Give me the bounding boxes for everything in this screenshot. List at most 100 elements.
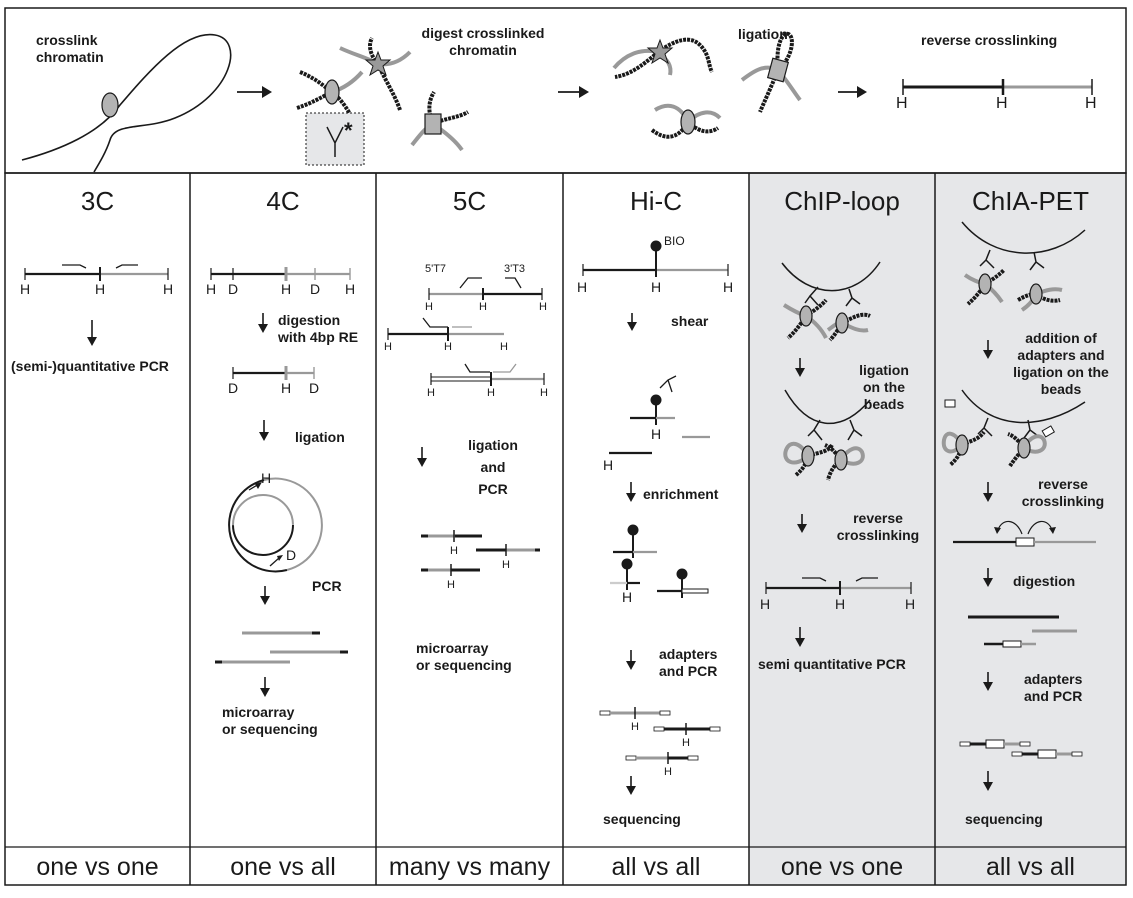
- 4c-step-digestion: digestion with 4bp RE: [278, 312, 359, 345]
- 4c-circle: [228, 477, 323, 573]
- chip-loop-site-h3: H: [905, 596, 916, 612]
- label-h-top-1: H: [896, 95, 908, 112]
- hic-sheared-h1: H: [651, 426, 662, 442]
- chia-pet-arrow-1: [983, 340, 993, 359]
- 5c-site-h1: H: [425, 301, 433, 313]
- chia-pet-arrow-4: [983, 672, 993, 691]
- 3c-step-pcr: (semi-)quantitative PCR: [11, 358, 169, 374]
- column-footer-4c: one vs all: [230, 853, 336, 881]
- hic-step-enrichment: enrichment: [643, 486, 719, 502]
- hic-product-h1: H: [631, 721, 639, 733]
- chia-pet-bead-2: [941, 389, 1086, 468]
- column-footer-3c: one vs one: [36, 853, 159, 881]
- chia-pet-step-digestion: digestion: [1013, 573, 1076, 589]
- hic-arrow-1: [627, 313, 637, 331]
- 4c-site-d4: D: [309, 380, 320, 396]
- 4c-step-readout: microarray or sequencing: [222, 704, 318, 737]
- hic-sheared-h2: H: [603, 457, 614, 473]
- 3c-arrow: [87, 320, 97, 346]
- column-footer-chia-pet: all vs all: [986, 853, 1075, 881]
- chia-pet-step-reverse: reverse crosslinking: [1021, 476, 1105, 509]
- 5c-site-h8: H: [487, 387, 495, 399]
- chip-loop-site-h2: H: [835, 596, 846, 612]
- 4c-site-h3: H: [345, 281, 356, 297]
- asterisk-mark: *: [344, 118, 353, 143]
- 4c-site-d2: D: [310, 281, 321, 297]
- hic-adapter-products: [599, 707, 721, 764]
- label-crosslink-chromatin: crosslink chromatin: [36, 32, 104, 65]
- 5c-step-ligation-pcr: ligation and PCR: [468, 437, 518, 497]
- 5c-product-h2: H: [502, 559, 510, 571]
- column-title-hic: Hi-C: [630, 186, 682, 216]
- arrow-top-3: [838, 86, 867, 98]
- 4c-arrow-2: [259, 420, 269, 441]
- 4c-site-h2: H: [281, 281, 292, 297]
- hic-arrow-3: [626, 650, 636, 670]
- chip-loop-step-pcr: semi quantitative PCR: [758, 656, 906, 672]
- 4c-circle-d: D: [286, 547, 297, 563]
- method-panel-border: [4, 172, 1127, 886]
- chip-loop-arrow-1: [795, 358, 805, 377]
- column-title-chip-loop: ChIP-loop: [784, 186, 900, 216]
- label-h-top-3: H: [1085, 95, 1097, 112]
- column-footer-hic: all vs all: [611, 853, 701, 881]
- hic-step-shear: shear: [671, 313, 709, 329]
- reverse-crosslinked-product: [902, 79, 1093, 95]
- 4c-step-ligation: ligation: [295, 429, 345, 445]
- label-reverse-crosslinking-top: reverse crosslinking: [921, 32, 1058, 48]
- 5c-site-h4: H: [384, 341, 392, 353]
- 4c-step-pcr: PCR: [312, 578, 342, 594]
- chip-loop-bead-2: [783, 389, 871, 481]
- chip-loop-arrow-2: [797, 514, 807, 533]
- hic-site-h2: H: [651, 279, 662, 295]
- 3c-site-h2: H: [95, 281, 106, 297]
- column-footer-5c: many vs many: [388, 853, 551, 881]
- 5c-fragment-2: [387, 317, 504, 341]
- 5c-primer-t7: 5'T7: [425, 263, 447, 275]
- column-title-5c: 5C: [452, 186, 487, 216]
- label-h-top-2: H: [996, 95, 1008, 112]
- antibody-inset: [305, 112, 365, 166]
- 5c-product-h3: H: [447, 579, 455, 591]
- 5c-step-readout: microarray or sequencing: [416, 640, 512, 673]
- arrow-top-2: [558, 86, 589, 98]
- 4c-fragment: [210, 267, 351, 281]
- 5c-site-h7: H: [427, 387, 435, 399]
- column-title-3c: 3C: [80, 186, 115, 216]
- hic-fragment: [582, 240, 729, 277]
- 4c-site-d3: D: [228, 380, 239, 396]
- arrow-top-1: [237, 86, 272, 98]
- hic-sheared: [609, 375, 710, 455]
- hic-site-h1: H: [577, 279, 588, 295]
- ligated-fragments: [612, 31, 802, 139]
- hic-arrow-2: [626, 482, 636, 502]
- hic-site-h3: H: [723, 279, 734, 295]
- label-ligation-top: ligation: [738, 26, 788, 42]
- chia-pet-digested: [968, 615, 1077, 648]
- chip-loop-step-ligation: ligation on the beads: [859, 362, 909, 412]
- 5c-site-h3: H: [539, 301, 547, 313]
- column-title-chia-pet: ChIA-PET: [971, 186, 1090, 216]
- 5c-arrow: [417, 447, 427, 467]
- chia-pet-arrow-5: [983, 771, 993, 791]
- column-title-4c: 4C: [266, 186, 300, 216]
- chia-pet-pcr-products: [959, 739, 1083, 759]
- hic-enriched-h1: H: [622, 589, 633, 605]
- chia-pet-arrow-3: [983, 568, 993, 587]
- 5c-site-h9: H: [540, 387, 548, 399]
- hic-arrow-4: [626, 776, 636, 795]
- 4c-site-h1: H: [206, 281, 217, 297]
- hic-enriched: [610, 524, 709, 598]
- chip-loop-shade: [749, 173, 935, 885]
- 4c-site-d1: D: [228, 281, 239, 297]
- 5c-site-h6: H: [500, 341, 508, 353]
- chip-loop-fragment: [765, 577, 912, 595]
- 4c-circle-h: H: [261, 470, 272, 486]
- chia-pet-arrow-2: [983, 482, 993, 502]
- 5c-site-h2: H: [479, 301, 487, 313]
- chia-pet-bead-1: [961, 221, 1086, 312]
- chia-pet-step-adapters-pcr: adapters and PCR: [1024, 671, 1083, 704]
- hic-bio-label: BIO: [664, 234, 685, 248]
- column-footer-chip-loop: one vs one: [780, 853, 904, 881]
